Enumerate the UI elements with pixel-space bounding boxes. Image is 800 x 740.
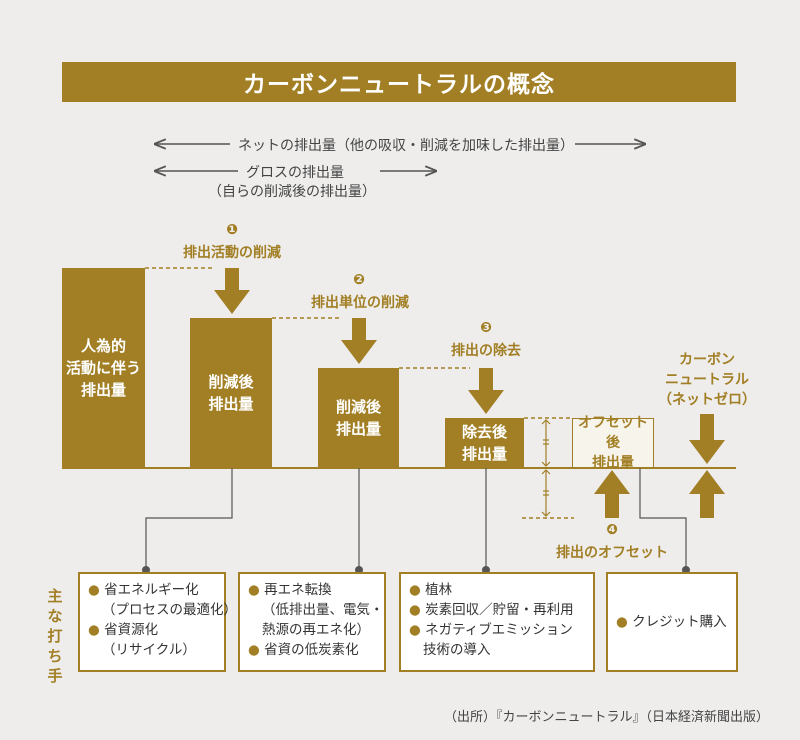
down-arrows — [214, 268, 725, 464]
bar-human-activity-emissions: 人為的 活動に伴う 排出量 — [62, 268, 145, 468]
measure-sub: 技術の導入 — [423, 642, 491, 658]
measure-item: ● ネガティブエミッション — [409, 622, 573, 638]
measure-item: ● 再エネ転換 — [248, 582, 332, 598]
step-3-label: 排出の除去 — [451, 343, 521, 359]
measure-item: ● 炭素回収／貯留・再利用 — [409, 602, 574, 618]
measures-box-3: ● 植林 ● 炭素回収／貯留・再利用 ● ネガティブエミッション 技術の導入 — [399, 572, 595, 672]
step-2-number: ❷ — [353, 272, 365, 288]
carbon-neutral-label: カーボン ニュートラル （ネットゼロ） — [658, 352, 756, 408]
bar-after-removal: 除去後 排出量 — [445, 418, 524, 468]
bar-after-reduction-1: 削減後 排出量 — [190, 318, 272, 468]
gross-emission-sub: （自らの削減後の排出量） — [208, 184, 376, 200]
net-emission-label: ネットの排出量（他の吸収・削減を加味した排出量） — [238, 138, 574, 154]
measures-box-4: ● クレジット購入 — [606, 572, 738, 672]
step-4-number: ❹ — [606, 522, 618, 538]
step-4-label: 排出のオフセット — [556, 545, 668, 561]
measure-sub: 熱源の再エネ化） — [262, 622, 370, 638]
step-1-number: ❶ — [226, 222, 238, 238]
offset-box: オフセット後 排出量 — [572, 415, 654, 471]
dashed-level-lines — [145, 267, 574, 519]
bar-after-reduction-2: 削減後 排出量 — [318, 368, 399, 468]
measures-box-2: ● 再エネ転換 （低排出量、電気・ 熱源の再エネ化） ● 省資の低炭素化 — [238, 572, 386, 672]
step-1-label: 排出活動の削減 — [183, 245, 281, 261]
source-citation: （出所）『カーボンニュートラル』（日本経済新聞出版） — [444, 710, 770, 725]
up-arrows — [594, 470, 725, 518]
measures-box-1: ● 省エネルギー化 （プロセスの最適化） ● 省資源化 （リサイクル） — [78, 572, 237, 672]
step-2-label: 排出単位の削減 — [311, 295, 409, 311]
page-title: カーボンニュートラルの概念 — [62, 62, 736, 102]
measures-label: 主な打ち手 — [46, 586, 64, 686]
measure-sub: （低排出量、電気・ — [262, 602, 384, 618]
measure-connectors — [145, 468, 687, 570]
measure-sub: （リサイクル） — [102, 642, 196, 658]
measure-sub: （プロセスの最適化） — [102, 602, 237, 618]
equal-height-markers — [541, 419, 551, 517]
measures-label-text: 主な打ち手 — [47, 587, 63, 685]
gross-emission-label: グロスの排出量 — [246, 165, 344, 181]
measure-item: ● 省エネルギー化 — [88, 582, 199, 598]
measure-item: ● 省資の低炭素化 — [248, 642, 359, 658]
measure-item: ● クレジット購入 — [616, 614, 727, 630]
step-3-number: ❸ — [480, 320, 492, 336]
measure-item: ● 省資源化 — [88, 622, 159, 638]
measure-item: ● 植林 — [409, 582, 453, 598]
